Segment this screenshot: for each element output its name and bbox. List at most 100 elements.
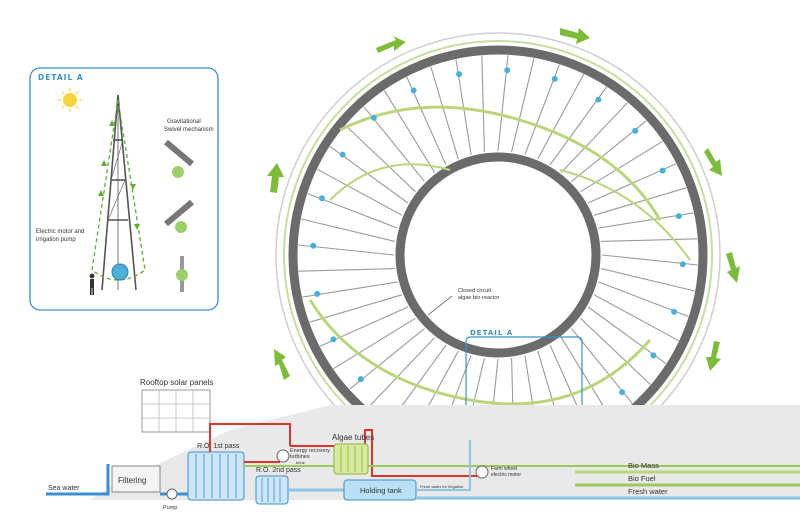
detail-a-title: DETAIL A <box>38 73 84 82</box>
ro-second-pass <box>255 475 289 505</box>
rotation-arrow <box>274 349 290 380</box>
wheel-spoke <box>593 294 679 342</box>
farm-wheel-label-2: electric motor <box>491 472 521 478</box>
swivel-arm-icon <box>164 199 194 227</box>
wheel-spoke <box>580 140 663 193</box>
solar-label: Rooftop solar panels <box>140 378 213 387</box>
algae-pod-marker <box>314 290 321 297</box>
algae-tube-arc <box>339 105 662 221</box>
algae-pod-marker <box>659 167 666 174</box>
algae-pod-marker <box>410 87 417 94</box>
algae-pod-icon <box>175 221 187 233</box>
algae-pod-marker <box>650 352 657 359</box>
sea-water-pipe <box>46 476 110 496</box>
algae-pod-icon <box>176 269 188 281</box>
wheel-spoke <box>560 102 628 173</box>
wheel-spoke <box>309 294 403 323</box>
output-bio-fuel: Bio Fuel <box>628 474 656 483</box>
wheel-spoke <box>430 66 459 160</box>
high-pressure-pipe <box>209 423 291 452</box>
farm-wheel-label-1: Farm wheel <box>491 466 517 472</box>
ro-first-pass <box>187 451 245 501</box>
energy-recovery-turbine-icon <box>276 449 290 463</box>
algae-pod-marker <box>679 261 686 268</box>
outer-ring <box>288 45 708 465</box>
wheel-spoke <box>368 337 436 408</box>
pump-icon <box>166 488 178 500</box>
rotation-arrow <box>376 36 406 53</box>
algae-pod-marker <box>456 71 463 78</box>
ro1-label: R.O. 1st pass <box>197 443 240 450</box>
algae-pod-marker <box>595 96 602 103</box>
output-fresh-water: Fresh water <box>628 487 668 496</box>
wheel-spoke <box>301 218 396 242</box>
swivel-mechanism-icons <box>164 139 194 292</box>
pump-label: Pump <box>163 505 177 511</box>
rooftop-solar-panels <box>141 389 211 433</box>
filtering-label: Filtering <box>118 476 146 485</box>
motor-label-1: Electric motor and <box>36 229 84 235</box>
energy-recovery-label-1: Energy recovery <box>290 448 330 454</box>
wheel-spoke <box>537 74 585 160</box>
rotation-arrow <box>267 163 284 193</box>
inner-ring <box>395 152 601 358</box>
wheel-spoke <box>383 90 436 173</box>
algae-tubes <box>333 443 369 475</box>
brine-label: brine <box>296 460 306 465</box>
wheel-spoke <box>345 125 416 193</box>
algae-tube-arc <box>559 169 691 261</box>
detail-a-box-title: DETAIL A <box>470 329 513 337</box>
algae-tubes-label: Algae tubes <box>332 433 374 442</box>
algae-pod-marker <box>370 114 377 121</box>
fresh-irrigation-label: Fresh water for irrigation <box>420 484 463 489</box>
energy-recovery-label-2: turbines <box>290 454 310 460</box>
wheel-markers <box>310 67 686 443</box>
rotation-arrows <box>267 28 740 380</box>
algae-pod-marker <box>551 75 558 82</box>
algae-pod-marker <box>310 242 317 249</box>
output-bio-mass: Bio Mass <box>628 461 659 470</box>
farm-wheel-motor-icon <box>475 465 489 479</box>
reactor-label-1: Closed circuit <box>458 288 491 294</box>
reactor-callout-line <box>427 295 453 316</box>
filtering-unit <box>111 465 161 493</box>
rotation-arrow <box>560 28 590 44</box>
wheel-spoke <box>317 168 403 216</box>
tower-structure <box>101 94 137 291</box>
algae-pod-marker <box>671 308 678 315</box>
algae-pod-marker <box>330 336 337 343</box>
sea-water-label: Sea water <box>48 485 80 492</box>
ro2-label: R.O. 2nd pass <box>256 467 301 474</box>
detail-a-panel: DETAIL A <box>29 67 219 311</box>
algae-pod-marker <box>675 213 682 220</box>
flow-arrows <box>98 120 140 230</box>
wheel-spoke <box>298 268 395 272</box>
pump-icon <box>111 263 129 281</box>
algae-pod-marker <box>357 376 364 383</box>
detail-a-frame <box>29 67 219 311</box>
holding-tank-label: Holding tank <box>360 486 402 495</box>
algae-pod-marker <box>619 389 626 396</box>
swivel-arm-icon <box>164 139 194 167</box>
algae-tube-arc <box>329 163 451 201</box>
wheel-spoke <box>601 238 698 242</box>
wheel-spoke <box>600 268 695 292</box>
wheel-spoke <box>593 187 687 216</box>
rotation-arrow <box>706 341 721 371</box>
sun-icon <box>58 88 82 112</box>
algae-pod-marker <box>318 195 325 202</box>
algae-tube-arc <box>308 299 652 406</box>
rotation-arrow <box>704 148 722 176</box>
algae-pod-marker <box>339 151 346 158</box>
algae-pod-marker <box>504 67 511 74</box>
algae-pod-icon <box>172 166 184 178</box>
irrigation-pipe <box>416 440 471 491</box>
wheel-spoke <box>481 55 485 152</box>
algae-pod-marker <box>632 127 639 134</box>
reactor-label-2: algae bio-reactor <box>458 295 499 301</box>
rotation-arrow <box>726 252 740 283</box>
desalination-plant: Rooftop solar panels Sea water Filtering… <box>46 378 800 511</box>
person-icon <box>89 273 95 295</box>
wheel-spoke <box>580 317 651 385</box>
